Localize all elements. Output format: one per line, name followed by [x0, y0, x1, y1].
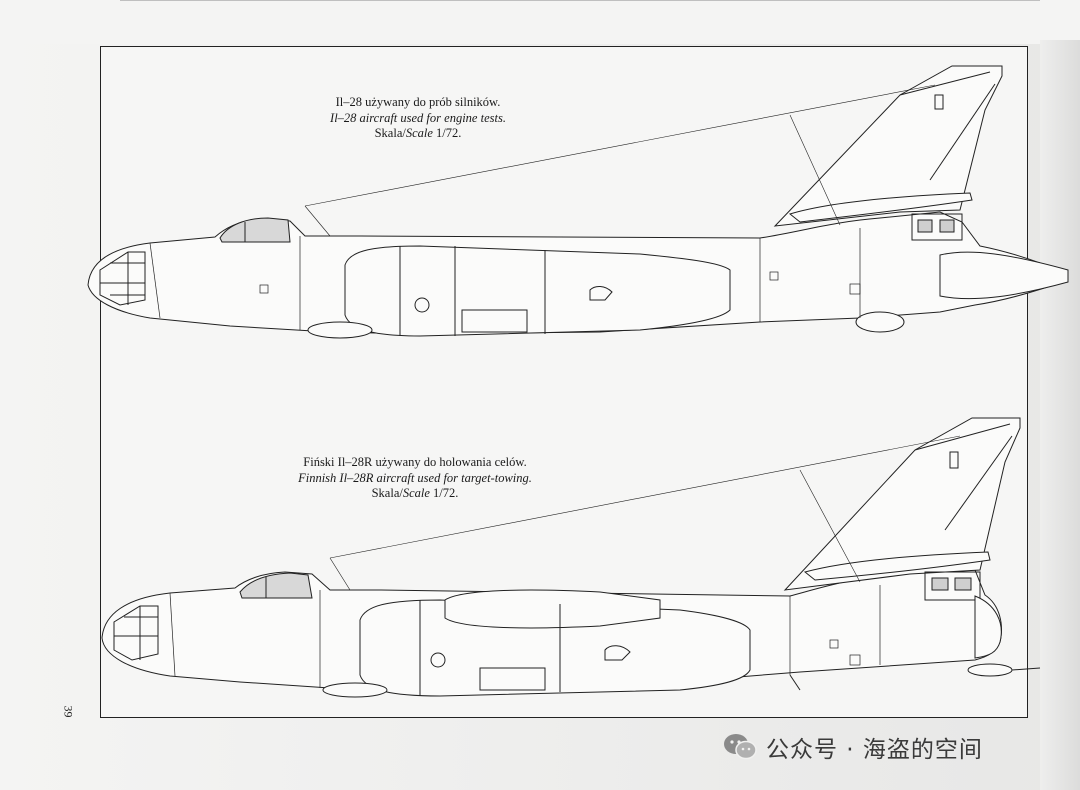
drawing-2-caption: Fiński Il–28R używany do holowania celów… [290, 455, 540, 502]
drawing-2-scale-label: Skala/ [371, 486, 403, 500]
wechat-logo-icon [724, 734, 757, 760]
drawing-2-caption-english: Finnish Il–28R aircraft used for target-… [298, 470, 532, 485]
aircraft-2-tail-fin [783, 417, 1021, 591]
aircraft-2-tailplane [803, 551, 991, 581]
aircraft-1-test-engine-pod [939, 251, 1069, 300]
aircraft-2-tow-pod [444, 589, 661, 629]
drawing-1-scale: Skala/Scale 1/72. [318, 126, 518, 142]
drawing-2-scale-label-en: Scale [402, 486, 430, 500]
watermark-text: 公众号 · 海盗的空间 [766, 737, 983, 763]
aircraft-2-tail-cone [974, 595, 1002, 659]
drawing-1-caption-polish: Il–28 używany do prób silników. [335, 95, 501, 109]
aircraft-2-engine-nacelle [359, 599, 751, 697]
drawing-1-caption-english: Il–28 aircraft used for engine tests. [330, 110, 506, 125]
drawing-1-scale-label-en: Scale [405, 126, 433, 140]
drawing-1-scale-value: 1/72. [432, 126, 462, 140]
page-curl [1040, 40, 1080, 790]
previous-page-edge [0, 0, 1080, 44]
aircraft-2-il28r-side-view [101, 417, 1041, 698]
drawing-2-scale: Skala/Scale 1/72. [290, 486, 540, 502]
aircraft-1-tail-fin [773, 65, 1003, 227]
aircraft-1-il28-side-view [87, 65, 1069, 339]
aircraft-1-engine-nacelle [344, 245, 731, 337]
aircraft-2-canopy [239, 572, 313, 599]
drawing-2-caption-polish: Fiński Il–28R używany do holowania celów… [303, 455, 527, 469]
watermark: 公众号 · 海盗的空间 [722, 730, 983, 764]
aircraft-1-canopy [219, 217, 291, 243]
drawing-2-scale-value: 1/72. [429, 486, 459, 500]
drawing-1-scale-label: Skala/ [374, 126, 406, 140]
top-rule [120, 0, 1040, 1]
drawing-1-caption: Il–28 używany do prób silników. Il–28 ai… [318, 95, 518, 142]
page-number: 39 [61, 705, 76, 718]
